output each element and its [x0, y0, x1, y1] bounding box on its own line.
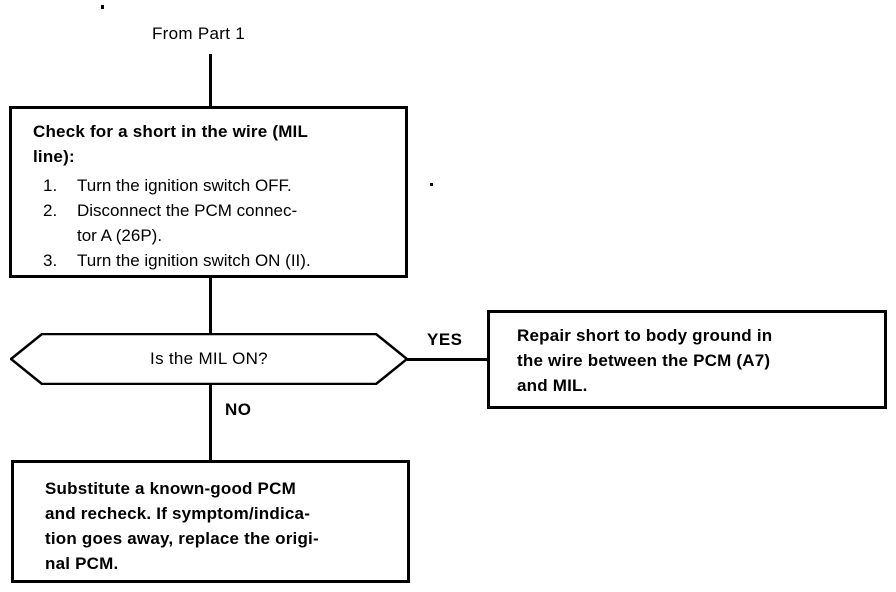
- step1-box: Check for a short in the wire (MIL line)…: [9, 106, 408, 278]
- no-branch-label: NO: [225, 400, 252, 419]
- step1-item: 3. Turn the ignition switch ON (II).: [43, 248, 393, 273]
- decision-shape: Is the MIL ON?: [10, 333, 408, 385]
- step-text: Turn the ignition switch ON (II).: [77, 251, 311, 270]
- step-number: 2.: [43, 201, 58, 220]
- decision-question: Is the MIL ON?: [150, 349, 268, 368]
- scan-artifact-dot: [101, 5, 104, 9]
- step1-item: 2. Disconnect the PCM connec- tor A (26P…: [43, 198, 393, 248]
- no-action-box: Substitute a known-good PCM and recheck.…: [11, 460, 410, 583]
- entry-label: From Part 1: [152, 24, 246, 43]
- step1-title: Check for a short in the wire (MIL line)…: [33, 122, 309, 166]
- connector-decision-to-no-box: [209, 385, 212, 461]
- scan-artifact-dot: [430, 183, 433, 186]
- step-number: 1.: [43, 176, 58, 195]
- step-text: Disconnect the PCM connec- tor A (26P).: [77, 201, 298, 245]
- connector-step1-to-decision: [209, 278, 212, 333]
- connector-entry-to-step1: [209, 54, 212, 106]
- step1-item: 1. Turn the ignition switch OFF.: [43, 173, 393, 198]
- connector-decision-to-yes-box: [407, 358, 487, 361]
- step-number: 3.: [43, 251, 58, 270]
- yes-branch-label: YES: [427, 330, 463, 349]
- step-text: Turn the ignition switch OFF.: [77, 176, 292, 195]
- step1-list: 1. Turn the ignition switch OFF. 2. Disc…: [33, 173, 393, 273]
- yes-action-box: Repair short to body ground in the wire …: [487, 310, 887, 409]
